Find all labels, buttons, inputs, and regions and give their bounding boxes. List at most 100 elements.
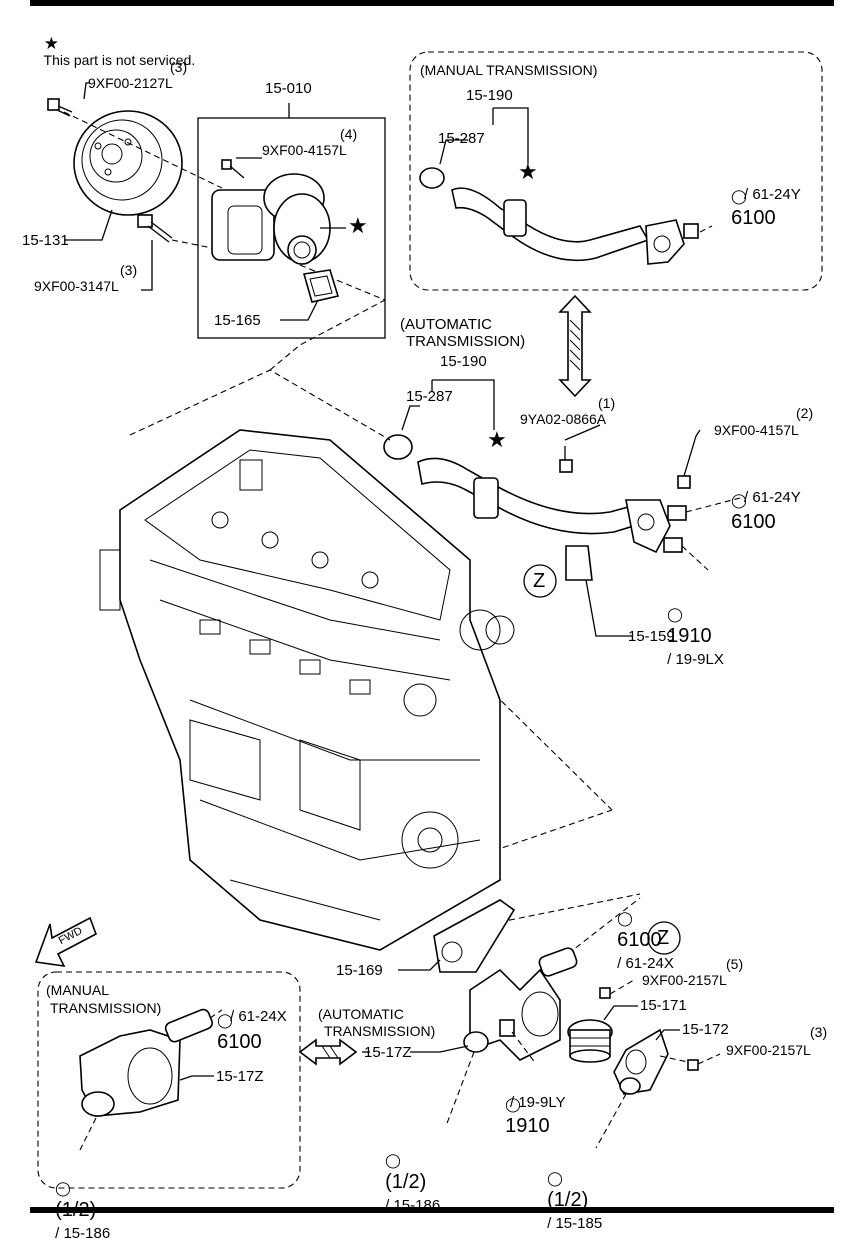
pulley-drawing bbox=[73, 110, 183, 216]
thermostat-label: 15-171 bbox=[640, 997, 687, 1014]
parts-diagram bbox=[34, 51, 823, 1189]
pump-bolt-qty: (4) bbox=[340, 126, 358, 142]
mt-box-title: (MANUAL TRANSMISSION) bbox=[420, 62, 598, 78]
gasket-169-drawing bbox=[433, 899, 516, 973]
at-ref-number: 6100 bbox=[731, 511, 776, 533]
ref-185: ◯ (1/2) / 15-185 bbox=[536, 1144, 602, 1235]
reference-icon: ◯ bbox=[731, 188, 747, 204]
ref-186: ◯ (1/2) / 15-186 bbox=[374, 1126, 440, 1217]
mt2-housing-label: 15-17Z bbox=[216, 1068, 264, 1085]
fwd-arrow-icon bbox=[34, 916, 97, 968]
at-oring-label: 15-287 bbox=[406, 388, 453, 405]
engine-block-drawing bbox=[99, 429, 515, 951]
at-bolt1-qty: (1) bbox=[598, 395, 616, 411]
at-pipe-label: 15-190 bbox=[440, 353, 487, 370]
z-marker-circle bbox=[523, 564, 557, 598]
at-title-2: TRANSMISSION) bbox=[406, 333, 526, 350]
mt-pipe-label: 15-190 bbox=[466, 87, 513, 104]
reference-icon: ◯ bbox=[617, 910, 633, 926]
legend-text: This part is not serviced. bbox=[43, 52, 196, 68]
mt-oring-label: 15-287 bbox=[438, 130, 485, 147]
ref-6100x: ◯ 6100 / 61-24X bbox=[606, 884, 674, 975]
ref-1910a-number: 1910 bbox=[667, 625, 712, 647]
mt2-ref-number: 6100 bbox=[217, 1031, 262, 1053]
mt2-ref186: ◯ (1/2) / 15-186 bbox=[44, 1154, 110, 1245]
reference-icon: ◯ bbox=[667, 606, 683, 622]
pump-assy-label: 15-010 bbox=[265, 80, 312, 97]
at-ref-sub: / 61-24Y bbox=[744, 489, 801, 506]
ref-186-number: (1/2) bbox=[385, 1171, 427, 1193]
pump-gasket-label: 15-165 bbox=[214, 312, 261, 329]
mt2-ref186-number: (1/2) bbox=[55, 1199, 97, 1221]
ref-1910b-sub: / 19-9LY bbox=[510, 1094, 566, 1111]
thermostat-drawing bbox=[567, 1019, 613, 1063]
double-arrow-icon bbox=[558, 294, 592, 398]
bottom-rule bbox=[30, 1207, 834, 1213]
double-arrow-icon bbox=[298, 1038, 358, 1066]
ref-1910a-sub: / 19-9LX bbox=[667, 651, 724, 668]
mt-thermo-box bbox=[37, 971, 301, 1189]
at-pipe-drawing bbox=[383, 434, 697, 554]
z-marker2-circle bbox=[647, 921, 681, 955]
pulley-bolt-qty: (3) bbox=[170, 59, 188, 75]
pump-group-box bbox=[197, 117, 386, 339]
mt-pipe-box bbox=[409, 51, 823, 291]
gasket-159-drawing bbox=[565, 545, 593, 581]
at-bolt2-qty: (2) bbox=[796, 405, 814, 421]
z-marker2: Z bbox=[657, 927, 670, 949]
reference-icon: ◯ bbox=[547, 1170, 563, 1186]
ref-1910b-number: 1910 bbox=[505, 1115, 550, 1137]
reference-icon: ◯ bbox=[55, 1180, 71, 1196]
at2-title-2: TRANSMISSION) bbox=[324, 1023, 436, 1039]
at-title-1: (AUTOMATIC bbox=[400, 316, 492, 333]
housing-172-label: 15-172 bbox=[682, 1021, 729, 1038]
bolt-2157-label: 9XF00-2157L bbox=[642, 972, 727, 988]
housing-172-drawing bbox=[613, 1028, 669, 1095]
pulley-bolt-label: 9XF00-2127L bbox=[88, 75, 173, 91]
legend-note: ★ This part is not serviced. bbox=[36, 20, 196, 68]
bolt-2157-qty: (5) bbox=[726, 956, 744, 972]
mt2-title-2: TRANSMISSION) bbox=[50, 1000, 162, 1016]
pulley-bolt2-label: 9XF00-3147L bbox=[34, 278, 119, 294]
mt-ref-sub: / 61-24Y bbox=[744, 186, 801, 203]
gasket-169-label: 15-169 bbox=[336, 962, 383, 979]
mt-pipe-drawing bbox=[419, 167, 699, 265]
mt-ref-number: 6100 bbox=[731, 207, 776, 229]
at-ref: ◯ 6100 bbox=[720, 466, 776, 533]
mt2-ref-sub: / 61-24X bbox=[230, 1008, 287, 1025]
mt2-ref: ◯ 6100 bbox=[206, 986, 262, 1053]
top-rule bbox=[30, 0, 834, 6]
mt-housing-drawing bbox=[79, 1008, 213, 1117]
at2-housing-label: 15-17Z bbox=[364, 1044, 412, 1061]
gasket-159-label: 15-159 bbox=[628, 628, 675, 645]
water-pump-drawing bbox=[211, 159, 340, 303]
at-bolt2-label: 9XF00-4157L bbox=[714, 422, 799, 438]
at2-title-1: (AUTOMATIC bbox=[318, 1006, 404, 1022]
reference-icon: ◯ bbox=[385, 1152, 401, 1168]
star-icon: ★ bbox=[43, 34, 60, 53]
mt2-ref186-sub: / 15-186 bbox=[55, 1225, 111, 1242]
ref-6100x-number: 6100 bbox=[617, 929, 662, 951]
z-marker: Z bbox=[533, 570, 546, 592]
pulley-label: 15-131 bbox=[22, 232, 69, 249]
reference-icon: ◯ bbox=[731, 492, 747, 508]
at-bolt1-label: 9YA02-0866A bbox=[520, 411, 607, 427]
star-icon: ★ bbox=[518, 159, 538, 184]
ref-185-sub: / 15-185 bbox=[547, 1215, 603, 1232]
bolt-2157b-qty: (3) bbox=[810, 1024, 828, 1040]
housing-17z-drawing bbox=[463, 947, 578, 1061]
ref-185-number: (1/2) bbox=[547, 1189, 589, 1211]
bolt-2157b-label: 9XF00-2157L bbox=[726, 1042, 811, 1058]
reference-icon: ◯ bbox=[217, 1012, 233, 1028]
reference-icon: ◯ bbox=[505, 1096, 521, 1112]
star-icon: ★ bbox=[487, 427, 507, 452]
star-icon: ★ bbox=[348, 213, 368, 238]
mt-ref: ◯ 6100 bbox=[720, 162, 776, 229]
pump-bolt-label: 9XF00-4157L bbox=[262, 142, 347, 158]
ref-1910a: ◯ 1910 / 19-9LX bbox=[656, 580, 724, 671]
pulley-bolt2-qty: (3) bbox=[120, 262, 138, 278]
ref-186-sub: / 15-186 bbox=[385, 1197, 441, 1214]
ref-1910b: ◯ 1910 bbox=[494, 1070, 550, 1137]
pulley-bolt-drawing bbox=[47, 98, 173, 243]
mt2-title-1: (MANUAL bbox=[46, 982, 110, 998]
